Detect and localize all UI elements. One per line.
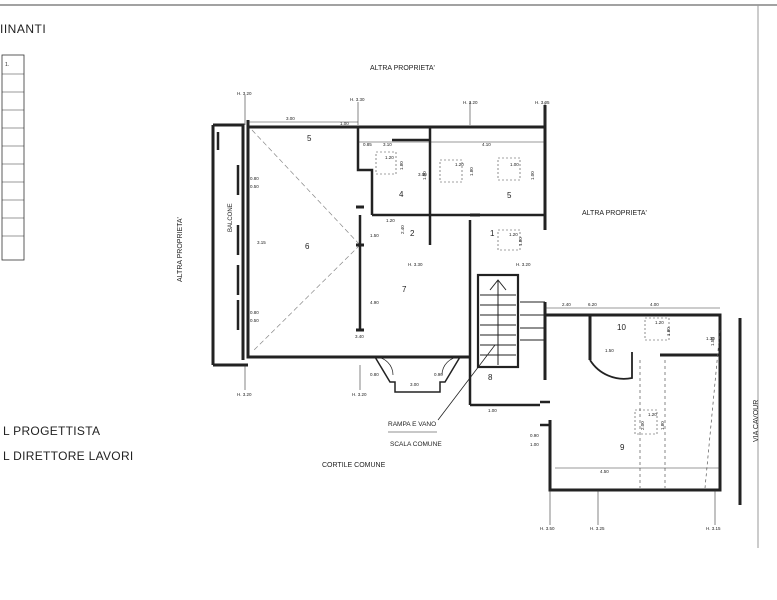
height-label: H. 3.30 [408,262,423,267]
room-label: 9 [620,443,625,452]
dimension-label: 4.50 [600,469,609,474]
label-altra-proprieta-left: ALTRA PROPRIETA' [177,217,184,282]
label-balcone: BALCONE [228,203,234,232]
height-label: H. 3.05 [535,100,550,105]
label-via-cavour: VIA CAVOUR [753,400,760,442]
dimension-label: 3.00 [418,172,427,177]
room-label: 7 [402,285,407,294]
dimension-label: 1.20 [509,232,518,237]
left-panel-title: IINANTI [0,22,47,36]
dimension-label: 1.20 [455,162,464,167]
dimension-label: 1.80 [666,327,671,336]
height-label: H. 3.15 [706,526,721,531]
dimension-label: 1.20 [655,320,664,325]
label-rampa-e-vano: RAMPA E VANO [388,421,436,428]
left-table: 1. [1,54,25,261]
dimension-label: 1.80 [660,421,665,430]
dimension-label: 1.80 [469,167,474,176]
height-label: H. 3.20 [237,392,252,397]
label-scala-comune: SCALA COMUNE [390,441,442,448]
height-label: H. 3.20 [352,392,367,397]
dimension-label: 2.00 [640,421,645,430]
room-label: 5 [507,191,512,200]
dimension-label: 0.90 [530,433,539,438]
room-label: 10 [617,323,626,332]
label-altra-proprieta-top: ALTRA PROPRIETA' [370,65,435,72]
dimension-label: 3.15 [257,240,266,245]
dimension-label: 6.20 [588,302,597,307]
dimension-label: 1.00 [340,121,349,126]
dimension-label: 1.50 [605,348,614,353]
room-label: 8 [488,373,493,382]
signature-progettista: L PROGETTISTA [3,424,101,438]
dimension-label: 1.50 [710,337,715,346]
dimension-label: 4.10 [482,142,491,147]
dimension-label: 1.80 [399,161,404,170]
dimension-label: 3.10 [383,142,392,147]
height-label: H. 3.20 [237,91,252,96]
dimension-label: 3.40 [355,334,364,339]
room-label: 5 [307,134,312,143]
dimension-label: 1.00 [422,171,427,180]
signature-direttore-lavori: L DIRETTORE LAVORI [3,449,134,463]
dimension-label: 4.90 [370,300,379,305]
height-label: H. 3.50 [540,526,555,531]
left-table-cell: 1. [5,62,9,68]
dimension-label: 0.50 [250,184,259,189]
height-label: H. 3.25 [590,526,605,531]
height-label: H. 3.30 [350,97,365,102]
dimension-label: 1.20 [648,412,657,417]
label-altra-proprieta-right: ALTRA PROPRIETA' [582,210,647,217]
dimension-label: 0.50 [250,318,259,323]
dimension-label: 1.00 [510,162,519,167]
dimension-label: 1.00 [488,408,497,413]
dimension-label: 0.90 [434,372,443,377]
dimension-label: 4.00 [650,302,659,307]
dimension-label: 1.20 [385,155,394,160]
dimension-label: 2.40 [562,302,571,307]
height-label: H. 3.20 [463,100,478,105]
room-label: 4 [399,190,404,199]
room-label: 1 [490,229,495,238]
dimension-label: 1.00 [530,442,539,447]
dimension-label: 0.80 [370,372,379,377]
room-label: 6 [305,242,310,251]
dimension-label: 1.80 [518,237,523,246]
dimension-label: 0.80 [250,310,259,315]
dimension-label: 3.00 [410,382,419,387]
room-label: 2 [410,229,415,238]
dimension-label: 0.80 [250,176,259,181]
dimension-label: 2.40 [400,225,405,234]
dimension-label: 1.50 [370,233,379,238]
dimension-label: 1.20 [386,218,395,223]
dimension-label: 0.85 [363,142,372,147]
dimension-label: 1.00 [530,171,535,180]
dimension-label: 1.30 [706,336,715,341]
height-label: H. 3.20 [516,262,531,267]
label-cortile-comune: CORTILE COMUNE [322,462,386,469]
dimension-label: 3.00 [286,116,295,121]
